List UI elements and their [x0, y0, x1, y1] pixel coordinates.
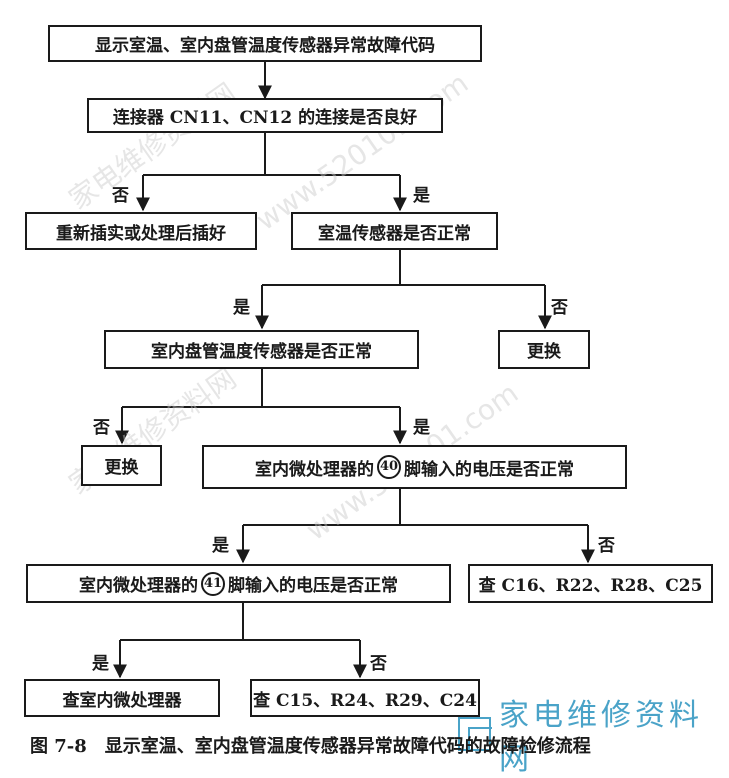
node-check-c16: 查 C16、R22、R28、C25 — [468, 564, 713, 603]
label-no: 否 — [112, 186, 129, 206]
node-start: 显示室温、室内盘管温度传感器异常故障代码 — [48, 25, 482, 62]
node-replace-1: 更换 — [498, 330, 590, 369]
pin41-text-pre: 室内微处理器的 — [79, 576, 198, 596]
node-pin40-voltage: 室内微处理器的 40 脚输入的电压是否正常 — [202, 445, 627, 489]
pin40-text-pre: 室内微处理器的 — [255, 459, 374, 480]
label-yes: 是 — [413, 418, 430, 438]
label-yes: 是 — [212, 536, 229, 556]
node-room-sensor: 室温传感器是否正常 — [291, 212, 498, 250]
node-reinsert: 重新插实或处理后插好 — [25, 212, 257, 250]
pin41-text-post: 脚输入的电压是否正常 — [228, 576, 398, 596]
pin41-number-circle: 41 — [201, 571, 225, 596]
node-check-connectors: 连接器 CN11、CN12 的连接是否良好 — [87, 98, 443, 133]
pin40-number-circle: 40 — [377, 455, 401, 479]
figure-caption: 图 7-8 显示室温、室内盘管温度传感器异常故障代码的故障检修流程 — [30, 736, 591, 757]
logo-mark-icon — [458, 717, 492, 751]
label-no: 否 — [551, 298, 568, 318]
label-yes: 是 — [233, 298, 250, 318]
label-no: 否 — [93, 418, 110, 438]
node-coil-sensor: 室内盘管温度传感器是否正常 — [104, 330, 419, 369]
label-yes: 是 — [413, 186, 430, 206]
node-replace-2: 更换 — [81, 445, 162, 486]
node-check-mcu: 查室内微处理器 — [24, 679, 220, 717]
node-pin41-voltage: 室内微处理器的 41 脚输入的电压是否正常 — [26, 564, 451, 603]
label-no: 否 — [370, 654, 387, 674]
label-yes: 是 — [92, 654, 109, 674]
label-no: 否 — [598, 536, 615, 556]
node-check-c15: 查 C15、R24、R29、C24 — [250, 679, 480, 717]
pin40-text-post: 脚输入的电压是否正常 — [404, 459, 574, 480]
